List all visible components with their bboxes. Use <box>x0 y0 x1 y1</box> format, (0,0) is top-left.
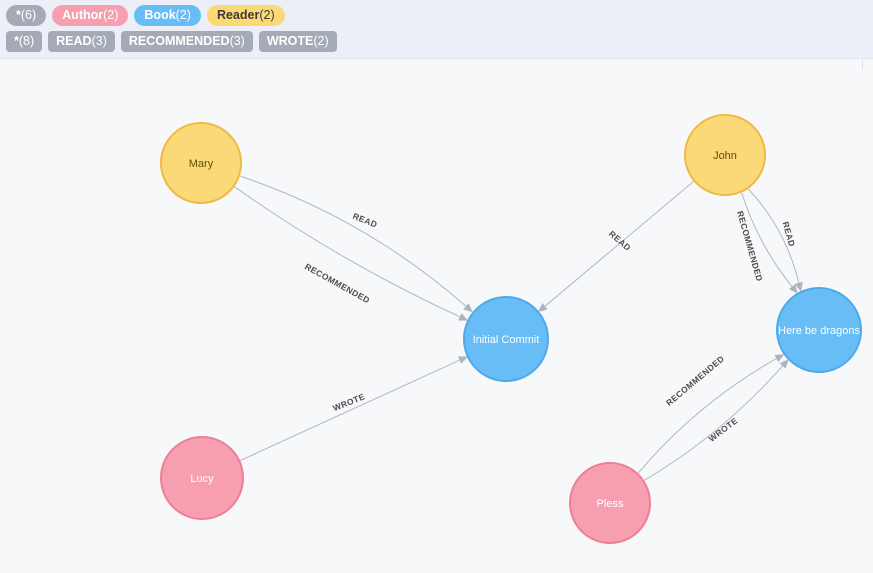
legend-pill-label: Book <box>144 8 176 23</box>
edge-arrowhead <box>774 354 785 363</box>
edge-label-recommended: RECOMMENDED <box>303 261 372 305</box>
legend-rel-label: READ <box>56 34 92 49</box>
legend-pill-label: Author <box>62 8 104 23</box>
edge-label-recommended: RECOMMENDED <box>735 210 765 283</box>
edge-label-wrote: WROTE <box>331 391 366 413</box>
edge-label-read: READ <box>607 229 633 253</box>
graph-node-commit[interactable]: Initial Commit <box>463 296 549 382</box>
legend-label-book[interactable]: Book(2) <box>134 5 201 26</box>
legend-rel-label: RECOMMENDED <box>128 34 230 49</box>
edge-arrowhead <box>794 281 803 292</box>
edge-arrowhead <box>457 356 468 364</box>
edge-label-recommended: RECOMMENDED <box>664 353 726 408</box>
legend-pill-count: (2) <box>175 8 191 23</box>
legend-reltype-wrote[interactable]: WROTE(2) <box>258 31 337 52</box>
graph-node-mary[interactable]: Mary <box>160 122 242 204</box>
legend-relationship-types-row: *(8)READ(3)RECOMMENDED(3)WROTE(2) <box>6 31 867 52</box>
graph-node-john[interactable]: John <box>684 114 766 196</box>
edges-layer <box>234 175 803 481</box>
edge-label-read: READ <box>351 211 379 230</box>
legend-rel-label: * <box>14 34 19 49</box>
edge-label-read: READ <box>781 220 798 247</box>
graph-node-pless[interactable]: Pless <box>569 462 651 544</box>
edge-arrowhead <box>538 303 548 312</box>
graph-node-lucy[interactable]: Lucy <box>160 436 244 520</box>
legend-rel-count: (8) <box>18 34 35 49</box>
edge-arrowhead <box>463 303 473 313</box>
node-circle[interactable] <box>684 114 766 196</box>
legend-node-labels-row: *(6)Author(2)Book(2)Reader(2) <box>6 5 867 26</box>
legend-reltype-recommended[interactable]: RECOMMENDED(3) <box>120 31 253 52</box>
edge-arrowhead <box>788 284 798 294</box>
edge-arrowhead <box>779 359 789 369</box>
node-circle[interactable] <box>569 462 651 544</box>
graph-legend: *(6)Author(2)Book(2)Reader(2) *(8)READ(3… <box>0 0 873 59</box>
legend-all-nodes[interactable]: *(6) <box>6 5 47 26</box>
graph-canvas[interactable]: READ RECOMMENDED READ RECOMMENDED READ WROTE R… <box>0 70 873 573</box>
legend-pill-label: * <box>16 8 21 23</box>
legend-rel-count: (3) <box>91 34 107 49</box>
node-circle[interactable] <box>160 436 244 520</box>
edge-read[interactable] <box>240 175 467 307</box>
edge-wrote[interactable] <box>239 359 460 461</box>
legend-rel-label: WROTE <box>266 34 314 49</box>
edge-read[interactable] <box>741 192 793 287</box>
node-circle[interactable] <box>160 122 242 204</box>
legend-pill-count: (2) <box>259 8 275 23</box>
legend-pill-label: Reader <box>216 8 260 23</box>
node-circle[interactable] <box>463 296 549 382</box>
edge-recommended[interactable] <box>637 358 777 474</box>
graph-svg-root[interactable]: READ RECOMMENDED READ RECOMMENDED READ WROTE R… <box>0 70 873 573</box>
edge-labels-layer: READ RECOMMENDED READ RECOMMENDED READ WROTE R… <box>303 210 797 444</box>
edge-wrote[interactable] <box>644 365 783 481</box>
legend-reltype-read[interactable]: READ(3) <box>48 31 115 52</box>
edge-arrowhead <box>458 313 469 321</box>
node-circle[interactable] <box>776 287 862 373</box>
legend-rel-count: (2) <box>313 34 329 49</box>
graph-node-dragons[interactable]: Here be dragons <box>776 287 862 373</box>
legend-pill-count: (6) <box>20 8 37 23</box>
legend-label-author[interactable]: Author(2) <box>52 5 129 26</box>
edge-label-wrote: WROTE <box>707 415 740 443</box>
legend-label-reader[interactable]: Reader(2) <box>206 5 285 26</box>
legend-pill-count: (2) <box>103 8 119 23</box>
legend-rel-count: (3) <box>229 34 245 49</box>
edge-recommended[interactable] <box>747 188 800 284</box>
edge-recommended[interactable] <box>234 186 461 318</box>
legend-all-relationships[interactable]: *(8) <box>6 31 43 52</box>
edge-read[interactable] <box>544 180 694 307</box>
